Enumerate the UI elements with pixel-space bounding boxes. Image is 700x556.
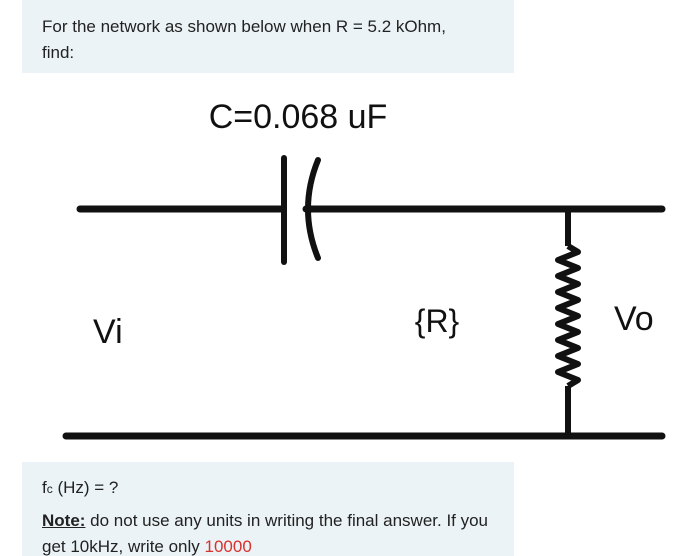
resistor-zigzag <box>555 243 581 389</box>
note: Note: do not use any units in writing th… <box>42 508 502 556</box>
question-line-1: For the network as shown below when R = … <box>42 17 446 36</box>
fc-subscript: c <box>46 482 53 496</box>
output-voltage-label: Vo <box>614 300 654 338</box>
note-label: Note: <box>42 511 86 530</box>
input-voltage-label: Vi <box>93 313 123 351</box>
fc-question: fc (Hz) = ? <box>42 476 118 501</box>
resistor-label: {R} <box>415 303 460 339</box>
question-line-2: find: <box>42 43 75 62</box>
question-panel <box>22 0 514 73</box>
question-text: For the network as shown below when R = … <box>42 14 482 66</box>
capacitor-label: C=0.068 uF <box>209 98 388 136</box>
note-text: do not use any units in writing the fina… <box>42 511 489 556</box>
fc-rest: (Hz) = ? <box>52 478 119 497</box>
answer-panel <box>22 462 514 556</box>
example-value: 10000 <box>204 537 252 556</box>
fc-symbol: f <box>42 478 47 497</box>
